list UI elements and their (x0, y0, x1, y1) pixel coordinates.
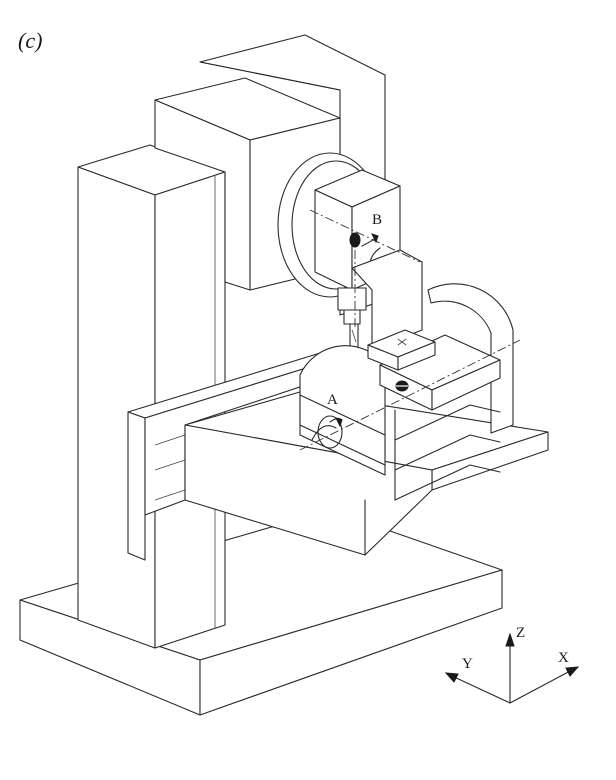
axis-label-x: X (558, 650, 569, 666)
workpiece (367, 329, 436, 371)
a-axis-trunnion (299, 283, 514, 501)
spindle-tool (337, 287, 367, 349)
axis-centre-lines (299, 209, 521, 451)
rotation-arrows (329, 233, 379, 428)
coordinate-axes (444, 632, 580, 704)
axis-label-b: B (372, 212, 382, 228)
axis-label-y: Y (462, 656, 473, 672)
pivot-markers (349, 232, 409, 392)
vertical-ram (351, 249, 423, 351)
axis-label-z: Z (516, 625, 525, 641)
figure-label: (c) (18, 28, 43, 53)
axis-label-a: A (327, 392, 338, 408)
